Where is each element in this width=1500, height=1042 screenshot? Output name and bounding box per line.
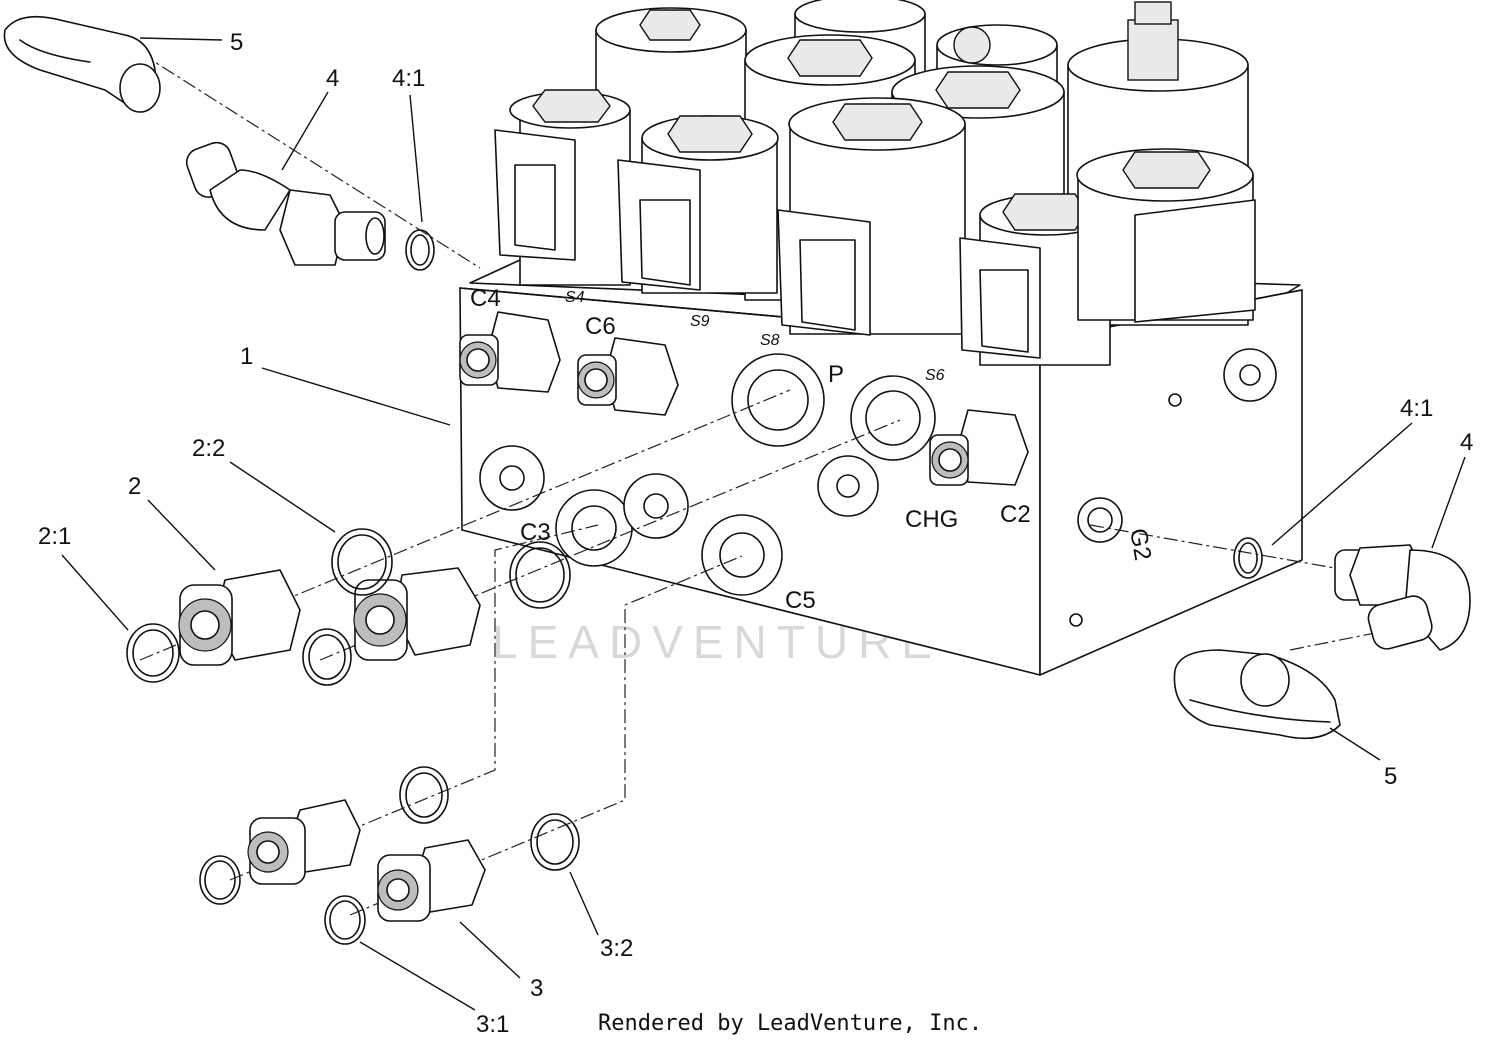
callout-5-left: 5 <box>230 29 243 56</box>
o-ring-3-1a-in <box>204 860 236 900</box>
fitting-2b <box>353 567 481 661</box>
o-ring-3-2b-in <box>536 819 574 865</box>
o-ring-2-2 <box>331 528 393 596</box>
port-label-s6: S6 <box>925 367 945 384</box>
elbow-fitting-4-left <box>185 141 386 266</box>
callout-labels: 5 4 4:1 1 2:2 2 2:1 4:1 4 5 3:2 3 3:1 <box>38 29 1473 1038</box>
port-labels: C4 C6 P CHG C2 C5 C3 G2 S4 S9 S8 S6 <box>470 285 1156 614</box>
o-ring-4-1-left-in <box>410 234 430 266</box>
o-ring-3-2a <box>399 766 449 824</box>
callout-4-right: 4 <box>1460 429 1473 456</box>
o-ring-3-2b <box>530 813 580 871</box>
fitting-c4 <box>459 311 561 393</box>
o-ring-4-1-right-in <box>1238 542 1258 574</box>
o-ring-4-1-right <box>1233 537 1263 579</box>
port-label-c4: C4 <box>470 285 501 312</box>
callout-4-1-right: 4:1 <box>1400 395 1433 422</box>
cap-5-left <box>3 15 161 113</box>
o-ring-2-1d <box>308 634 346 680</box>
solenoid-front-1 <box>494 89 631 286</box>
o-ring-2-1c <box>302 628 352 686</box>
render-credit: Rendered by LeadVenture, Inc. <box>598 1011 982 1036</box>
cap-5-right <box>1173 649 1341 740</box>
callout-3-2: 3:2 <box>600 935 633 962</box>
fitting-2 <box>178 569 301 666</box>
solenoid-front-2 <box>617 115 779 294</box>
o-ring-2-2b <box>337 534 387 590</box>
callout-5-right: 5 <box>1384 763 1397 790</box>
o-ring-c3b <box>515 547 565 603</box>
o-ring-3-1b-in <box>329 900 361 940</box>
port-label-s4: S4 <box>565 289 585 306</box>
port-label-chg: CHG <box>905 506 958 533</box>
elbow-fitting-4-right <box>1334 544 1471 651</box>
fitting-c2 <box>929 409 1029 486</box>
port-label-g2: G2 <box>1124 526 1156 562</box>
o-ring-4-1-left <box>405 229 435 271</box>
callout-1: 1 <box>240 343 253 370</box>
o-ring-3-2a-in <box>405 772 443 818</box>
o-ring-3-1a <box>199 855 241 905</box>
port-label-c3: C3 <box>520 519 551 546</box>
port-label-s8: S8 <box>760 332 780 349</box>
leader-lines <box>61 37 1466 1011</box>
port-label-c5: C5 <box>785 587 816 614</box>
callout-2: 2 <box>128 473 141 500</box>
callout-2-1: 2:1 <box>38 523 71 550</box>
port-label-c2: C2 <box>1000 501 1031 528</box>
solenoid-cartridges <box>494 0 1256 366</box>
callout-3: 3 <box>530 975 543 1002</box>
fitting-3b <box>377 839 486 922</box>
o-ring-c3 <box>509 541 571 609</box>
callout-2-2: 2:2 <box>192 435 225 462</box>
port-label-c6: C6 <box>585 313 616 340</box>
solenoid-front-3 <box>777 97 966 336</box>
manifold-ports <box>479 348 1277 627</box>
callout-4-1-left: 4:1 <box>392 65 425 92</box>
o-ring-3-1b <box>324 895 366 945</box>
callout-3-1: 3:1 <box>476 1011 509 1038</box>
o-ring-2-1 <box>126 623 180 683</box>
fitting-3a <box>247 799 361 885</box>
solenoid-front-5 <box>1076 148 1256 323</box>
o-ring-2-1b <box>132 629 174 677</box>
callout-4-left: 4 <box>326 65 339 92</box>
fitting-c6 <box>577 337 679 416</box>
port-label-s9: S9 <box>690 313 710 330</box>
port-label-p: P <box>828 361 844 388</box>
